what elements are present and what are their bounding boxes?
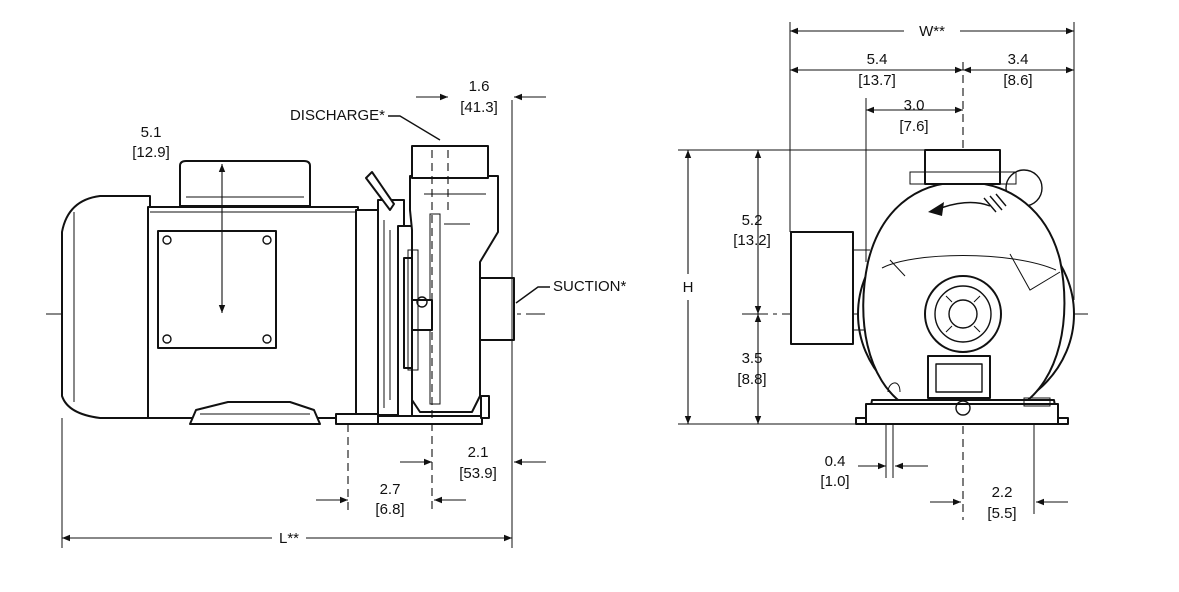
dim-2-2-metric: [5.5] xyxy=(987,505,1016,522)
junction-box xyxy=(179,160,311,207)
dim-3-0-metric: [7.6] xyxy=(899,118,928,135)
length-label: L** xyxy=(279,530,299,547)
dim-2-1-metric: [53.9] xyxy=(459,465,497,482)
suction-nozzle xyxy=(479,277,515,341)
drain-window xyxy=(927,355,991,399)
dim-5-4-value: 5.4 xyxy=(867,51,888,68)
dim-0-4-metric: [1.0] xyxy=(820,473,849,490)
dim-3-5-metric: [8.8] xyxy=(737,371,766,388)
dim-0-4-value: 0.4 xyxy=(825,453,846,470)
dim-2-7-value: 2.7 xyxy=(380,481,401,498)
priming-handle xyxy=(365,171,395,211)
nameplate xyxy=(157,230,277,349)
motor-foot xyxy=(189,401,321,425)
dim-3-4-metric: [8.6] xyxy=(1003,72,1032,89)
motor-end-bell xyxy=(61,195,151,419)
dim-5-1-value: 5.1 xyxy=(141,124,162,141)
dim-2-1-value: 2.1 xyxy=(468,444,489,461)
width-label: W** xyxy=(919,23,945,40)
height-label: H xyxy=(683,279,694,296)
dim-5-2-value: 5.2 xyxy=(742,212,763,229)
drain-plug xyxy=(955,400,971,416)
suction-eye-inner xyxy=(948,299,978,329)
suction-eye-outer xyxy=(924,275,1002,353)
dim-3-0-value: 3.0 xyxy=(904,97,925,114)
dim-2-2-value: 2.2 xyxy=(992,484,1013,501)
dim-5-1-metric: [12.9] xyxy=(132,144,170,161)
suction-label: SUCTION* xyxy=(553,278,627,295)
side-view: 1.6 [41.3] DISCHARGE* 5.1 [12.9] SUCTION… xyxy=(46,78,627,548)
dim-3-4-value: 3.4 xyxy=(1008,51,1029,68)
dim-3-5-value: 3.5 xyxy=(742,350,763,367)
discharge-port-top xyxy=(924,149,1001,185)
dim-1-6-metric: [41.3] xyxy=(460,99,498,116)
dim-1-6-value: 1.6 xyxy=(469,78,490,95)
dim-2-7-metric: [6.8] xyxy=(375,501,404,518)
dim-5-2-metric: [13.2] xyxy=(733,232,771,249)
pump-base-foot xyxy=(335,413,379,425)
front-view: W** 5.4 [13.7] 3.4 [8.6] 3.0 [7.6] H 5.2… xyxy=(678,22,1092,522)
impeller-shaft xyxy=(411,299,433,331)
dim-5-4-metric: [13.7] xyxy=(858,72,896,89)
discharge-label: DISCHARGE* xyxy=(290,107,385,124)
junction-box-side xyxy=(790,231,854,345)
